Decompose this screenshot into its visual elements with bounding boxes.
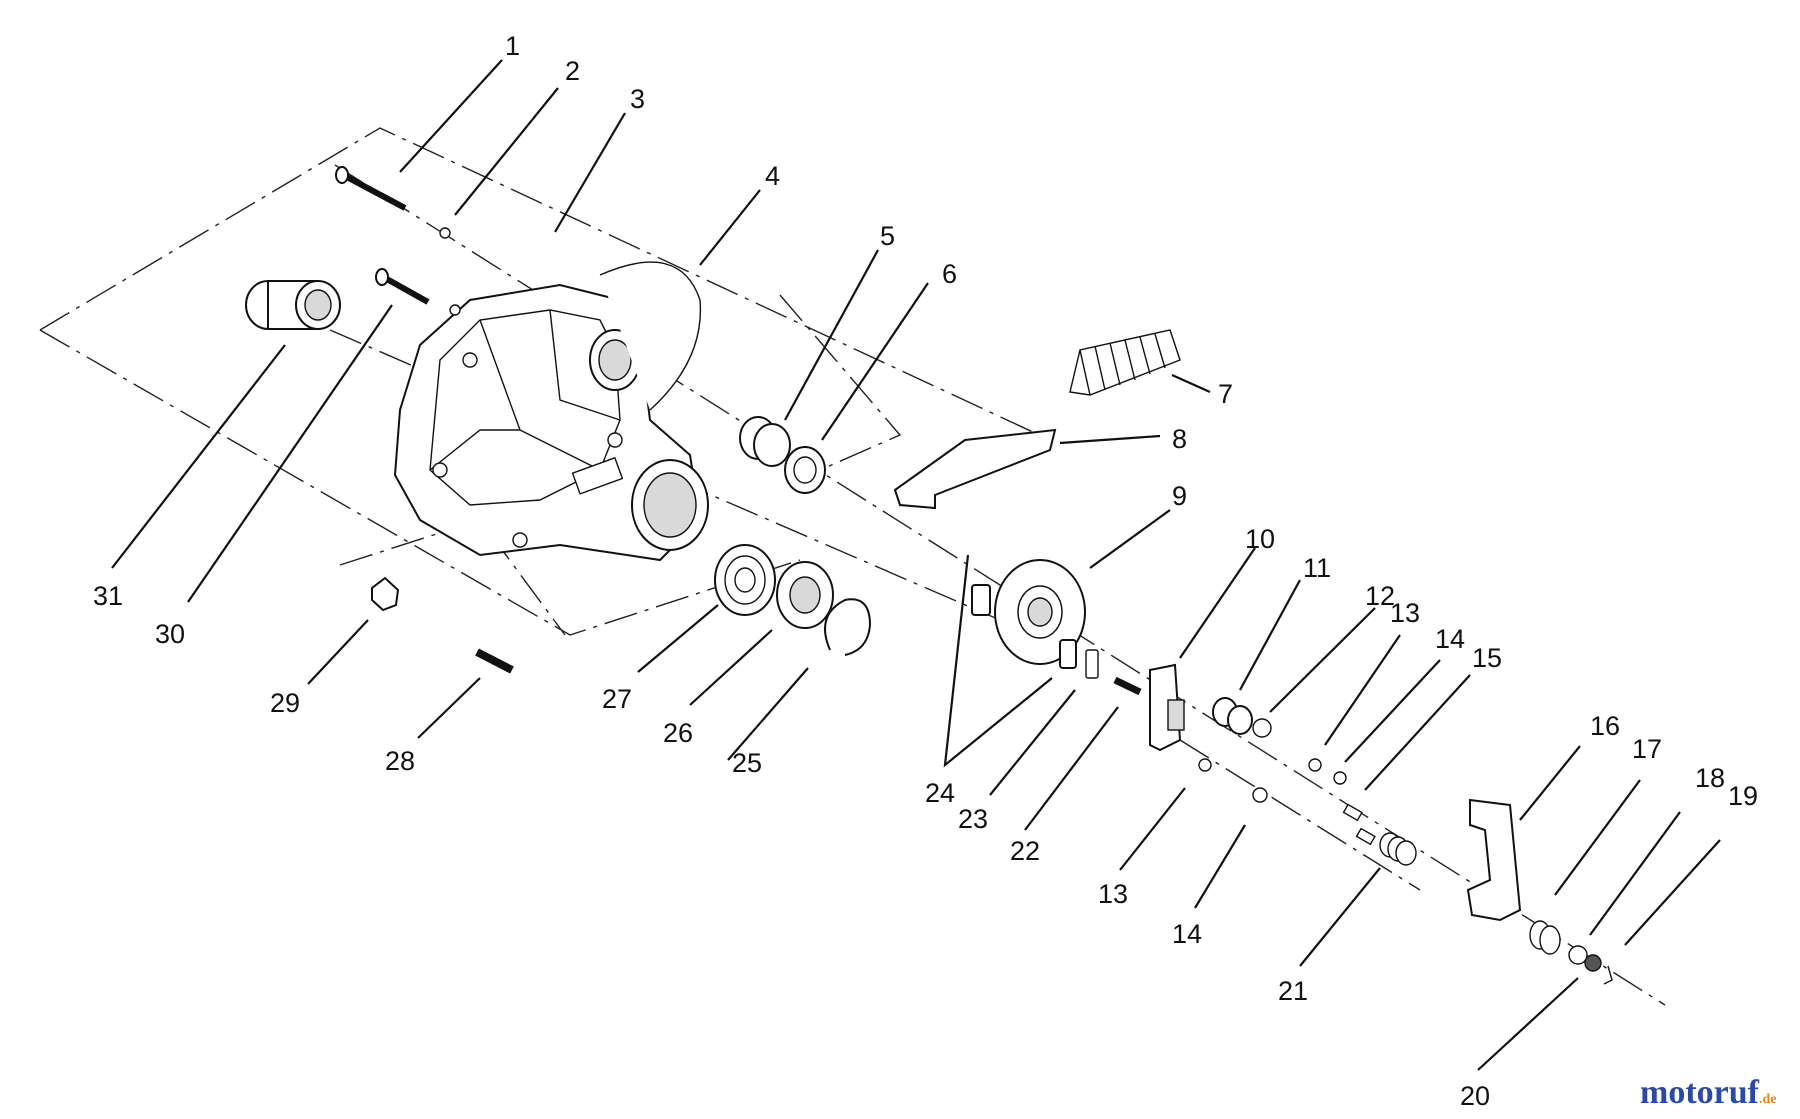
plug — [371, 576, 400, 612]
gasket — [599, 261, 702, 411]
nut-14 — [1333, 771, 1347, 785]
callout-31: 31 — [93, 581, 123, 611]
callout-13b: 13 — [1098, 879, 1128, 909]
pin-15b — [1355, 827, 1376, 846]
callout-4: 4 — [765, 161, 780, 191]
callout-numbers: 1 2 3 4 5 6 7 8 9 10 11 12 13 14 15 16 1… — [93, 31, 1758, 1111]
callout-18: 18 — [1695, 763, 1725, 793]
shift-arm — [1466, 798, 1522, 922]
bushing — [245, 280, 341, 330]
key-24 — [971, 584, 991, 616]
set-screw — [475, 648, 514, 674]
washer-18 — [1568, 945, 1588, 965]
coil-spring — [1529, 920, 1561, 955]
clip-19 — [1603, 965, 1613, 985]
callout-7: 7 — [1218, 379, 1233, 409]
short-screw — [375, 268, 430, 305]
callout-2: 2 — [565, 56, 580, 86]
callout-20: 20 — [1460, 1081, 1490, 1111]
callout-22: 22 — [1010, 836, 1040, 866]
callout-14b: 14 — [1172, 919, 1202, 949]
callout-12: 12 — [1365, 581, 1395, 611]
washer-13b — [1198, 758, 1212, 772]
callout-25: 25 — [732, 748, 762, 778]
pulley-disc — [994, 559, 1086, 665]
torsion-spring — [1379, 832, 1417, 866]
extension-spring — [1069, 329, 1181, 396]
key-23 — [1059, 639, 1077, 669]
assembly-axis-lines — [39, 127, 1666, 1006]
callout-9: 9 — [1172, 481, 1187, 511]
callout-29: 29 — [270, 688, 300, 718]
callout-26: 26 — [663, 718, 693, 748]
callout-14: 14 — [1435, 624, 1465, 654]
gear-housing — [393, 283, 709, 562]
washer-2 — [439, 227, 451, 239]
callout-11: 11 — [1303, 553, 1331, 583]
callout-24: 24 — [925, 778, 955, 808]
pin-15a — [1342, 803, 1363, 822]
callout-3: 3 — [630, 84, 645, 114]
ball-bearing-large — [714, 544, 776, 616]
bracket-plate — [893, 428, 1057, 510]
ball-bearing-small — [784, 446, 826, 494]
callout-16: 16 — [1590, 711, 1620, 741]
callout-28: 28 — [385, 746, 415, 776]
watermark-logo: motoruf.de — [1640, 1074, 1776, 1111]
callout-13: 13 — [1390, 598, 1420, 628]
washer-12 — [1252, 718, 1272, 738]
callout-10: 10 — [1245, 524, 1275, 554]
seal — [776, 561, 834, 629]
callout-5: 5 — [880, 221, 895, 251]
callout-17: 17 — [1632, 734, 1662, 764]
long-screw — [335, 166, 407, 211]
needle-bearing — [739, 416, 791, 467]
spacer — [1212, 697, 1253, 735]
callout-1: 1 — [505, 31, 520, 61]
nut-14b — [1252, 787, 1268, 803]
callout-21: 21 — [1278, 976, 1308, 1006]
callout-15: 15 — [1472, 643, 1502, 673]
bolt — [1113, 676, 1142, 696]
retaining-ring — [824, 598, 872, 656]
shim-22 — [1085, 649, 1099, 679]
watermark-text: motoruf.de — [1640, 1074, 1776, 1111]
callout-8: 8 — [1172, 424, 1187, 454]
callout-23: 23 — [958, 804, 988, 834]
washer-30 — [449, 304, 461, 316]
washer-13 — [1308, 758, 1322, 772]
nut-20 — [1584, 954, 1602, 972]
callout-27: 27 — [602, 684, 632, 714]
leader-lines — [111, 59, 1721, 1071]
callout-30: 30 — [155, 619, 185, 649]
callout-6: 6 — [942, 259, 957, 289]
lever-plate — [1149, 663, 1185, 752]
callout-19: 19 — [1728, 781, 1758, 811]
